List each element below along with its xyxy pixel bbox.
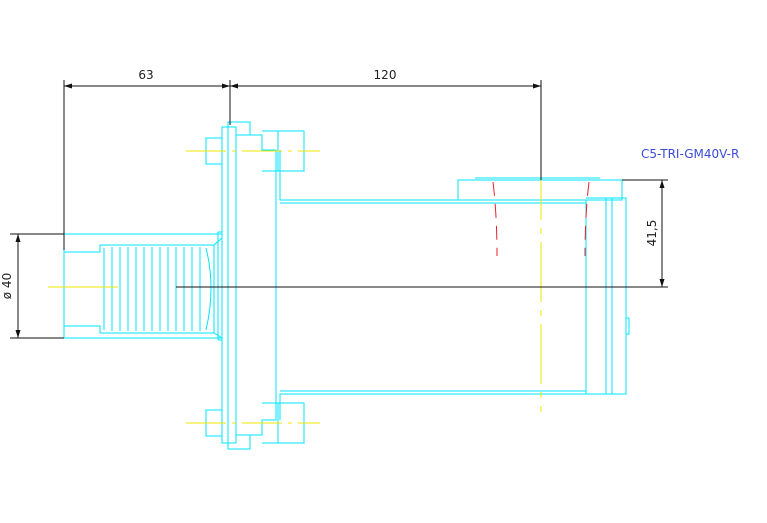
flange-plate (221, 126, 237, 444)
dimension-lines (10, 80, 668, 339)
top-boss (457, 179, 623, 201)
hidden-thread-lines (492, 181, 590, 257)
dimension-41-5-label: 41,5 (645, 220, 659, 247)
dimension-63-label: 63 (138, 68, 153, 82)
dimension-120-label: 120 (374, 68, 397, 82)
main-housing (279, 150, 587, 420)
centerlines (48, 150, 542, 424)
serration-ridges (103, 247, 212, 331)
dimension-arrows (15, 83, 665, 338)
dimension-diameter-label: ø 40 (0, 273, 14, 299)
drawing-title: C5-TRI-GM40V-R (641, 147, 739, 161)
part-outline (63, 121, 630, 450)
